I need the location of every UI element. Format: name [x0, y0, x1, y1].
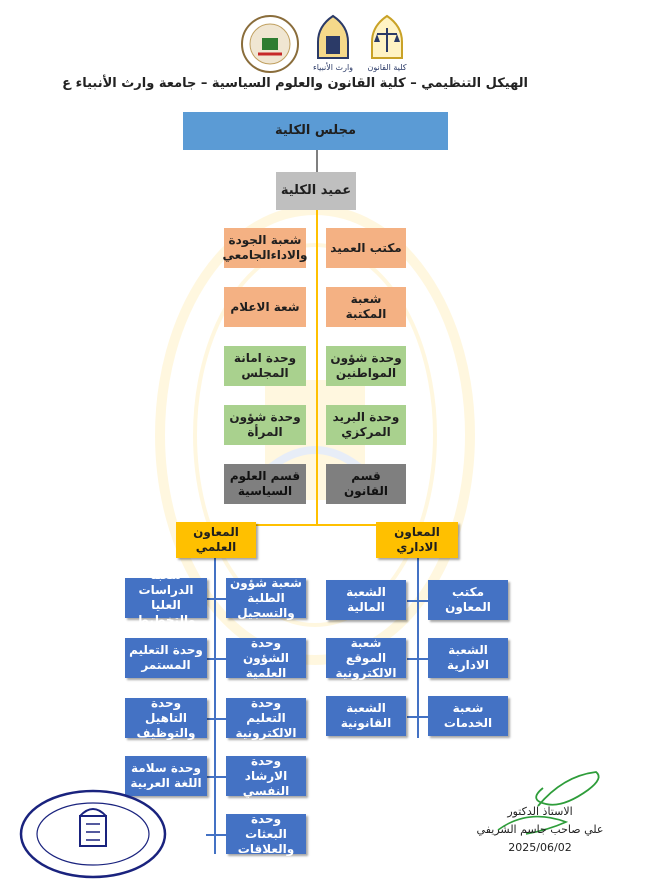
sci-unit-missions-relations: وحدة البعثات والعلاقات	[226, 812, 306, 856]
connector-sci-r4	[206, 776, 226, 778]
sci-unit-continuing-education: وحدة التعليم المستمر	[125, 638, 207, 678]
sci-unit-scientific-affairs: وحدة الشؤون العلمية	[226, 636, 306, 680]
dept-political-science: قسم العلوم السياسية	[224, 464, 306, 504]
admin-unit-website: شعبة الموقع الالكترونية	[326, 636, 406, 680]
admin-unit-assistant-office: مكتب المعاون	[428, 580, 508, 620]
connector-admin-r2	[407, 658, 429, 660]
signature-date: 2025/06/02	[508, 841, 572, 854]
unit-media: شعة الاعلام	[224, 287, 306, 327]
admin-unit-services: شعبة الخدمات	[428, 696, 508, 736]
admin-unit-administrative: الشعبة الادارية	[428, 638, 508, 678]
warith-logo: وارث الأنبياء	[313, 14, 353, 72]
sci-unit-counseling: وحدة الارشاد النفسي	[226, 754, 306, 798]
connector-main-trunk	[316, 210, 318, 525]
sci-unit-student-affairs: شعبة شؤون الطلبة والتسجيل	[226, 576, 306, 620]
page-title: الهيكل التنظيمي – كلية القانون والعلوم ا…	[62, 76, 528, 91]
unit-central-mail: وحدة البريد المركزي	[326, 405, 406, 445]
unit-council-secretariat: وحدة امانة المجلس	[224, 346, 306, 386]
unit-quality: شعبة الجودة والاداءالجامعي	[222, 228, 308, 268]
law-college-logo-text: كلية القانون	[367, 63, 406, 72]
scientific-assistant-box: المعاون العلمي	[176, 522, 256, 558]
sci-unit-arabic-language: وحدة سلامة اللغة العربية	[125, 756, 207, 796]
dept-law: قسم القانون	[326, 464, 406, 504]
unit-citizens-affairs: وحدة شؤون المواطنين	[326, 346, 406, 386]
dean-box: عميد الكلية	[276, 172, 356, 210]
admin-assistant-box: المعاون الاداري	[376, 522, 458, 558]
signature-name: علي صاحب جاسم الشريفي	[476, 823, 604, 836]
connector-sci-r3	[206, 718, 226, 720]
unit-dean-office: مكتب العميد	[326, 228, 406, 268]
signature-scribble	[497, 771, 600, 835]
college-stamp	[19, 789, 167, 879]
connector-sci-r5	[206, 834, 226, 836]
unit-women-affairs: وحدة شؤون المرأة	[224, 405, 306, 445]
connector-admin-r1	[407, 600, 429, 602]
council-box: مجلس الكلية	[183, 112, 448, 150]
admin-unit-legal: الشعبة القانونية	[326, 696, 406, 736]
connector-sci-r2	[206, 658, 226, 660]
university-seal-logo	[241, 15, 299, 73]
connector-admin-trunk	[417, 558, 419, 738]
signature-title: الاستاذ الدكتور	[507, 805, 573, 818]
connector-council-dean	[316, 150, 318, 172]
warith-logo-text: وارث الأنبياء	[313, 62, 353, 72]
unit-library: شعبة المكتبة	[326, 287, 406, 327]
connector-sci-trunk	[214, 558, 216, 854]
sci-unit-postgrad-planning: شعبة الدراسات العليا والتخطيط	[125, 568, 207, 627]
connector-assistants-bar	[215, 524, 418, 526]
connector-sci-r1	[206, 598, 226, 600]
admin-unit-finance: الشعبة المالية	[326, 580, 406, 620]
law-college-logo: كلية القانون	[367, 14, 407, 72]
sci-unit-e-learning: وحدة التعليم الالكترونية	[226, 696, 306, 740]
sci-unit-qualification-employment: وحدة التاهيل والتوظيف	[125, 696, 207, 740]
connector-admin-r3	[407, 716, 429, 718]
